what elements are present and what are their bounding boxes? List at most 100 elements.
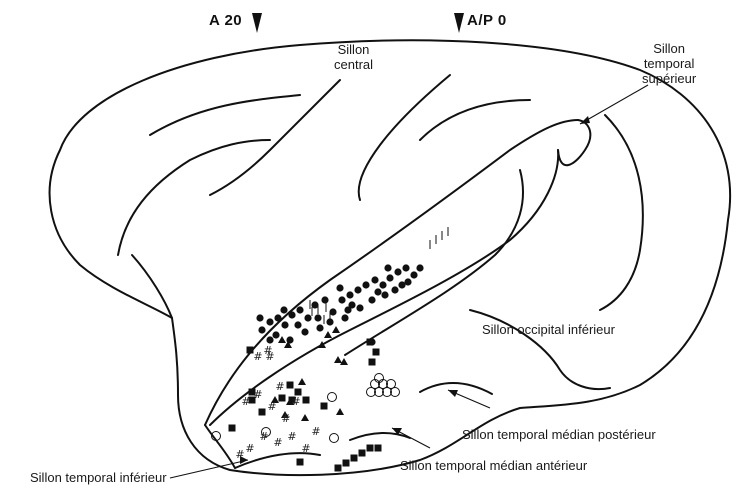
- filled-triangle: [324, 331, 332, 338]
- filled-circle: [391, 286, 398, 293]
- filled-square: [343, 460, 350, 467]
- filled-circle: [301, 328, 308, 335]
- filled-circle: [266, 318, 273, 325]
- filled-circle: [336, 284, 343, 291]
- lunate-sulcus: [600, 115, 643, 310]
- filled-square: [321, 403, 328, 410]
- filled-circle: [280, 306, 287, 313]
- filled-circle: [294, 321, 301, 328]
- label-occipital-inferieur: Sillon occipital inférieur: [482, 322, 615, 337]
- brain-outline: [50, 40, 731, 475]
- filled-square: [297, 459, 304, 466]
- filled-circle: [338, 296, 345, 303]
- label-sillon-central: Sillon central: [334, 42, 373, 72]
- filled-circle: [410, 271, 417, 278]
- label-temporal-median-posterieur: Sillon temporal médian postérieur: [462, 427, 656, 442]
- filled-triangle: [278, 336, 286, 343]
- filled-circle: [266, 336, 273, 343]
- hash: #: [259, 430, 268, 443]
- filled-circle: [304, 314, 311, 321]
- filled-circle: [362, 281, 369, 288]
- hash: #: [311, 425, 320, 438]
- hash: #: [281, 412, 290, 425]
- cortex-contour: [50, 40, 731, 475]
- filled-circle: [346, 291, 353, 298]
- hash: #: [291, 395, 300, 408]
- filled-circle: [274, 314, 281, 321]
- hash: #: [253, 388, 262, 401]
- filled-square: [369, 359, 376, 366]
- filled-triangle: [301, 414, 309, 421]
- intraparietal-sulcus: [420, 100, 530, 140]
- filled-circle: [344, 306, 351, 313]
- hash: #: [253, 350, 262, 363]
- amts-sulcus: [350, 433, 410, 440]
- label-sillon-central-line1: Sillon: [334, 42, 373, 57]
- filled-circle: [288, 311, 295, 318]
- arrow-pmts-head: [448, 390, 458, 397]
- filled-circle: [316, 324, 323, 331]
- filled-square: [367, 445, 374, 452]
- filled-circle: [258, 326, 265, 333]
- hash: #: [245, 442, 254, 455]
- filled-square: [287, 382, 294, 389]
- filled-circle: [371, 276, 378, 283]
- sts-tip: [558, 120, 590, 165]
- filled-circle: [321, 296, 328, 303]
- filled-triangle: [340, 358, 348, 365]
- filled-square: [229, 425, 236, 432]
- label-temporal-inferieur: Sillon temporal inférieur: [30, 470, 167, 485]
- hash: #: [273, 436, 282, 449]
- filled-square: [351, 455, 358, 462]
- filled-square: [359, 450, 366, 457]
- filled-triangle: [332, 326, 340, 333]
- filled-square: [373, 349, 380, 356]
- a20-arrowhead: [252, 13, 262, 33]
- ap0-arrowhead: [454, 13, 464, 33]
- hash: #: [267, 400, 276, 413]
- filled-circle: [341, 314, 348, 321]
- filled-circle: [374, 288, 381, 295]
- filled-circle: [398, 281, 405, 288]
- filled-circle: [379, 281, 386, 288]
- marker-a20: A 20: [209, 12, 242, 29]
- postcentral-sulcus: [359, 75, 450, 200]
- filled-triangle: [336, 408, 344, 415]
- filled-square: [259, 409, 266, 416]
- label-sillon-central-line2: central: [334, 57, 373, 72]
- hash: #: [235, 448, 244, 461]
- filled-circle: [296, 306, 303, 313]
- filled-square: [367, 339, 374, 346]
- hash: #: [287, 430, 296, 443]
- frontal-sulcus-2: [118, 140, 270, 255]
- filled-square: [335, 465, 342, 472]
- filled-triangle: [318, 341, 326, 348]
- filled-circle: [402, 264, 409, 271]
- filled-circle: [256, 314, 263, 321]
- frontal-sulcus-1: [150, 95, 300, 135]
- filled-circle: [356, 304, 363, 311]
- hash: #: [301, 442, 310, 455]
- open-circle: [328, 393, 337, 402]
- filled-circle: [381, 291, 388, 298]
- filled-circle: [386, 274, 393, 281]
- label-sts-line2: temporal: [642, 56, 696, 71]
- marker-ap0: A/P 0: [467, 12, 507, 29]
- hash: #: [241, 395, 250, 408]
- filled-circle: [272, 331, 279, 338]
- filled-square: [279, 395, 286, 402]
- filled-circle: [314, 314, 321, 321]
- arrow-sts: [580, 85, 648, 124]
- label-sillon-temporal-superieur: Sillon temporal supérieur: [642, 41, 696, 86]
- ap-marker-arrows: [252, 13, 464, 33]
- open-circle: [330, 434, 339, 443]
- label-temporal-median-anterieur: Sillon temporal médian antérieur: [400, 458, 587, 473]
- filled-circle: [416, 264, 423, 271]
- filled-triangle: [334, 356, 342, 363]
- recording-symbols: ################: [212, 227, 449, 472]
- filled-circle: [394, 268, 401, 275]
- filled-circle: [368, 296, 375, 303]
- arrow-its: [170, 460, 248, 478]
